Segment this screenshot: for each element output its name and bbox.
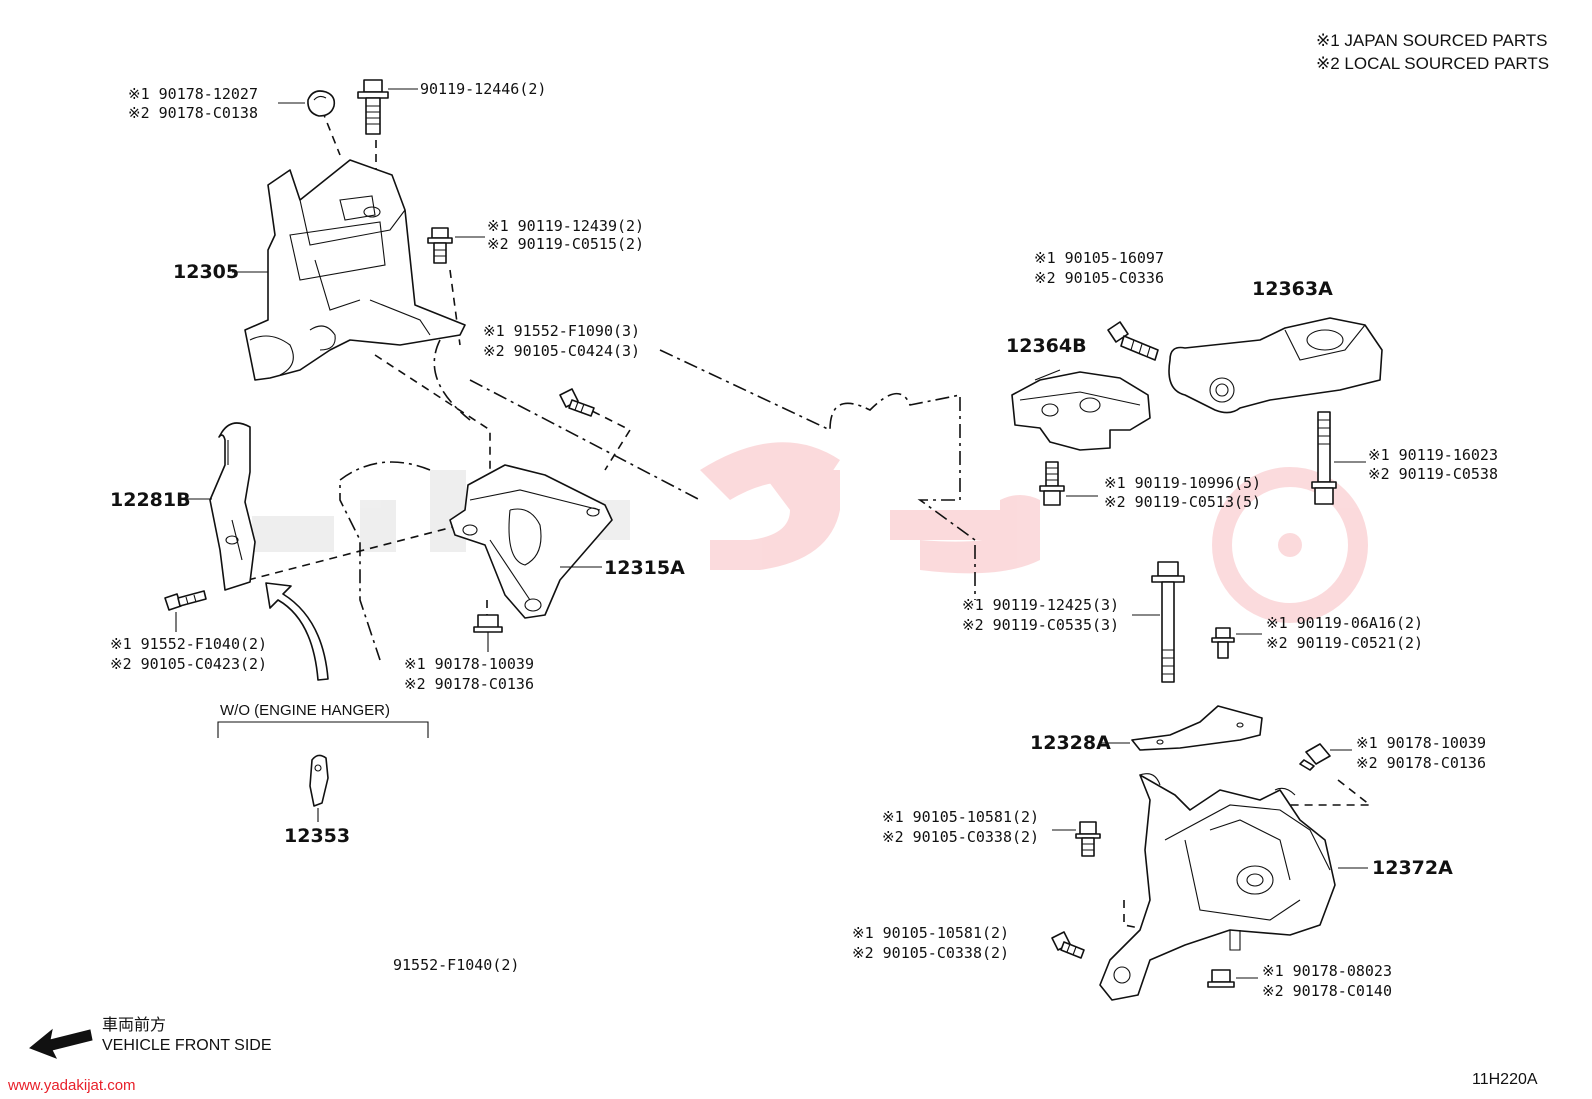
direction-japanese: 車両前方 — [102, 1016, 166, 1034]
torque-rod-12363a — [1168, 317, 1383, 414]
callout-bolt-long-1: ※1 90119-12425(3) — [962, 596, 1119, 614]
bolt-icon — [1211, 627, 1235, 659]
part-number-12328a: 12328A — [1030, 732, 1111, 754]
callout-bolt-top: 90119-12446(2) — [420, 80, 546, 98]
callout-bolt-left-2: ※2 90105-C0423(2) — [110, 655, 267, 673]
callout-nut-12315-2: ※2 90178-C0136 — [404, 675, 534, 693]
engine-hanger-12281b — [209, 422, 256, 591]
part-number-12315a: 12315A — [604, 557, 685, 579]
flange-nut-icon — [307, 90, 336, 117]
callout-bolt-long-2: ※2 90119-C0535(3) — [962, 616, 1119, 634]
callout-bolt-12364-bot-1: ※1 90119-10996(5) — [1104, 474, 1261, 492]
callout-bolt-center-2: ※2 90105-C0424(3) — [483, 342, 640, 360]
direction-english: VEHICLE FRONT SIDE — [102, 1037, 272, 1054]
callout-bolt-left-1: ※1 91552-F1040(2) — [110, 635, 267, 653]
part-number-12353: 12353 — [284, 825, 350, 847]
bottom-note: 91552-F1040(2) — [393, 956, 519, 974]
callout-bolt-12363-2: ※2 90119-C0538 — [1368, 465, 1498, 483]
part-number-12305: 12305 — [173, 261, 239, 283]
engine-mount-bracket-12315a — [449, 464, 613, 619]
bolt-icon — [1051, 931, 1085, 959]
heat-insulator-12328a — [1131, 705, 1263, 751]
vehicle-front-arrow-icon — [29, 1028, 93, 1059]
engine-mount-bracket-12305 — [244, 159, 466, 381]
callout-nut-top-1: ※1 90178-12027 — [128, 85, 258, 103]
callout-bolt-12372-a-2: ※2 90105-C0338(2) — [882, 828, 1039, 846]
variant-note: W/O (ENGINE HANGER) — [220, 702, 390, 719]
callout-bolt-12364-bot-2: ※2 90119-C0513(5) — [1104, 493, 1261, 511]
flange-nut-icon — [473, 614, 503, 633]
flange-nut-icon — [1207, 969, 1235, 988]
transmission-mount-12372a — [1099, 773, 1336, 1001]
bolt-icon — [427, 227, 453, 264]
part-number-12372a: 12372A — [1372, 857, 1453, 879]
bolt-icon — [1075, 821, 1101, 857]
callout-bolt-12305-1: ※1 90119-12439(2) — [487, 217, 644, 235]
callout-bolt-small-1: ※1 90119-06A16(2) — [1266, 614, 1423, 632]
bolt-icon — [1151, 561, 1185, 683]
callout-bolt-12372-b-1: ※1 90105-10581(2) — [852, 924, 1009, 942]
torque-rod-bracket-12364b — [1011, 369, 1151, 451]
callout-bolt-small-2: ※2 90119-C0521(2) — [1266, 634, 1423, 652]
part-number-12281b: 12281B — [110, 489, 191, 511]
part-number-12363a: 12363A — [1252, 278, 1333, 300]
callout-bolt-12372-a-1: ※1 90105-10581(2) — [882, 808, 1039, 826]
callout-nut-12372-bot-1: ※1 90178-08023 — [1262, 962, 1392, 980]
callout-nut-12372-1: ※1 90178-10039 — [1356, 734, 1486, 752]
callout-nut-12372-2: ※2 90178-C0136 — [1356, 754, 1486, 772]
bolt-icon — [1107, 321, 1159, 361]
bolt-icon — [164, 590, 207, 611]
callout-bolt-12372-b-2: ※2 90105-C0338(2) — [852, 944, 1009, 962]
callout-nut-12372-bot-2: ※2 90178-C0140 — [1262, 982, 1392, 1000]
callout-bolt-12305-2: ※2 90119-C0515(2) — [487, 235, 644, 253]
callout-nut-top-2: ※2 90178-C0138 — [128, 104, 258, 122]
bracket-12353 — [309, 754, 329, 807]
bolt-icon — [1311, 411, 1337, 505]
variant-bracket — [217, 721, 429, 738]
callout-bolt-12364-top-1: ※1 90105-16097 — [1034, 249, 1164, 267]
install-direction-arrow-icon — [265, 582, 329, 681]
legend-japan-sourced: ※1 JAPAN SOURCED PARTS — [1316, 31, 1548, 50]
part-number-12364b: 12364B — [1006, 335, 1087, 357]
bolt-icon — [1039, 461, 1065, 506]
bolt-icon — [559, 388, 595, 417]
callout-nut-12315-1: ※1 90178-10039 — [404, 655, 534, 673]
callout-bolt-center-1: ※1 91552-F1090(3) — [483, 322, 640, 340]
watermark-logo — [252, 442, 1368, 623]
website-link[interactable]: www.yadakijat.com — [7, 1077, 136, 1094]
assembly-guide-lines — [247, 109, 1373, 936]
callout-bolt-12364-top-2: ※2 90105-C0336 — [1034, 269, 1164, 287]
legend-local-sourced: ※2 LOCAL SOURCED PARTS — [1316, 54, 1549, 73]
flange-nut-icon — [1299, 743, 1331, 771]
callout-bolt-12363-1: ※1 90119-16023 — [1368, 446, 1498, 464]
diagram-code: 11H220A — [1472, 1071, 1538, 1088]
bolt-icon — [357, 79, 389, 135]
